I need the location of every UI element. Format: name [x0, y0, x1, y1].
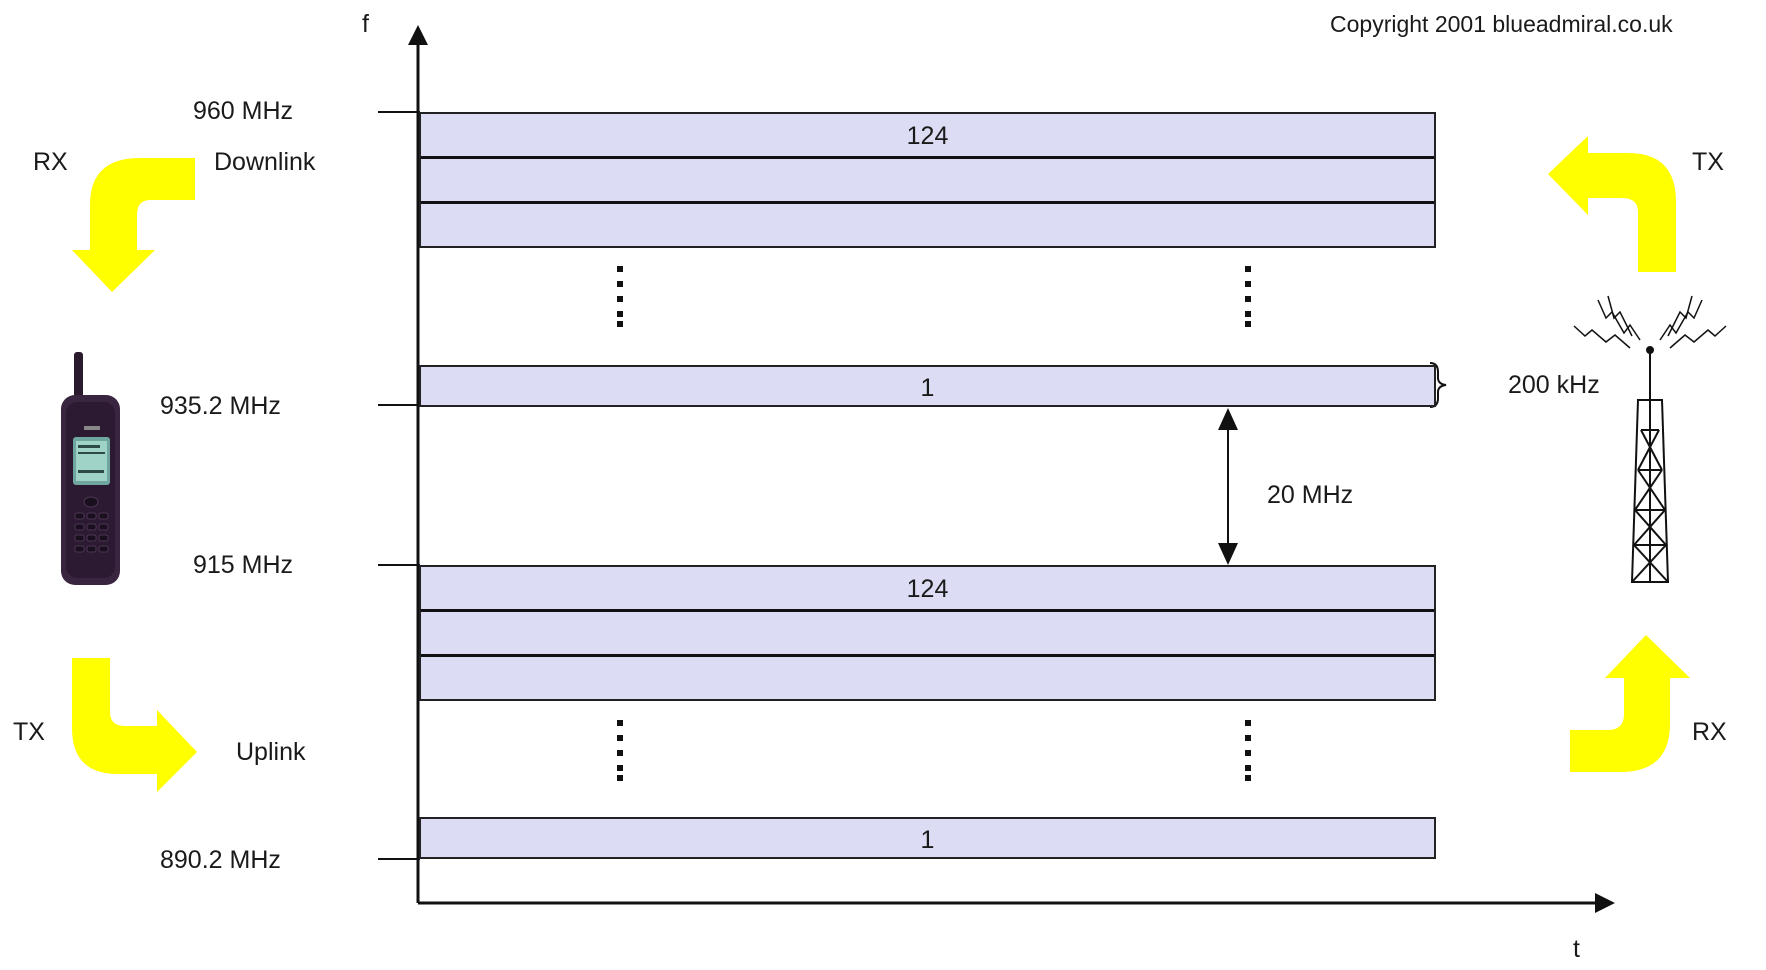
- uplink-ellipsis-left: [617, 720, 623, 781]
- uplink-channel-123: [421, 612, 1434, 657]
- tx-uplink-arrow-icon: [72, 658, 197, 792]
- frequency-axis-arrowhead: [408, 25, 428, 45]
- downlink-channel-124-label: 124: [906, 122, 949, 150]
- downlink-channel-1-label: 1: [920, 374, 935, 402]
- uplink-channel-124-label: 124: [906, 575, 949, 603]
- uplink-ellipsis-right: [1245, 720, 1251, 781]
- downlink-channel-block: 124: [419, 112, 1436, 248]
- tx-label-tower: TX: [1692, 148, 1724, 176]
- frequency-label-890: 890.2 MHz: [160, 846, 281, 874]
- uplink-channel-122: [421, 657, 1434, 702]
- time-axis-label: t: [1573, 935, 1580, 963]
- downlink-label: Downlink: [214, 148, 316, 176]
- tx-label-phone: TX: [13, 718, 45, 746]
- rx-label-phone: RX: [33, 148, 68, 176]
- frequency-label-960: 960 MHz: [193, 97, 294, 125]
- antenna-tower-icon: [1573, 295, 1727, 583]
- downlink-channel-1: 1: [419, 365, 1436, 407]
- downlink-channel-122: [421, 204, 1434, 249]
- downlink-ellipsis-right: [1245, 266, 1251, 327]
- uplink-channel-1: 1: [419, 817, 1436, 859]
- rx-label-tower: RX: [1692, 718, 1727, 746]
- uplink-channel-block: 124: [419, 565, 1436, 701]
- tx-downlink-arrow-icon: [1548, 136, 1676, 272]
- downlink-ellipsis-left: [617, 266, 623, 327]
- duplex-gap-label: 20 MHz: [1267, 481, 1354, 509]
- uplink-channel-124: 124: [421, 567, 1434, 612]
- downlink-channel-123: [421, 159, 1434, 204]
- time-axis-arrowhead: [1595, 893, 1615, 913]
- frequency-label-935: 935.2 MHz: [160, 392, 281, 420]
- rx-uplink-arrow-icon: [1570, 635, 1690, 772]
- duplex-gap-arrowhead-down: [1218, 543, 1238, 565]
- uplink-label: Uplink: [236, 738, 306, 766]
- channel-width-label: 200 kHz: [1508, 371, 1600, 399]
- channel-width-bracket: [1429, 362, 1447, 408]
- mobile-phone-icon: [61, 352, 120, 585]
- duplex-gap-arrowhead-up: [1218, 408, 1238, 430]
- frequency-axis-label: f: [362, 10, 369, 38]
- uplink-channel-1-label: 1: [920, 826, 935, 854]
- copyright-text: Copyright 2001 blueadmiral.co.uk: [1330, 11, 1673, 37]
- frequency-label-915: 915 MHz: [193, 551, 294, 579]
- downlink-channel-124: 124: [421, 114, 1434, 159]
- rx-downlink-arrow-icon: [72, 158, 195, 292]
